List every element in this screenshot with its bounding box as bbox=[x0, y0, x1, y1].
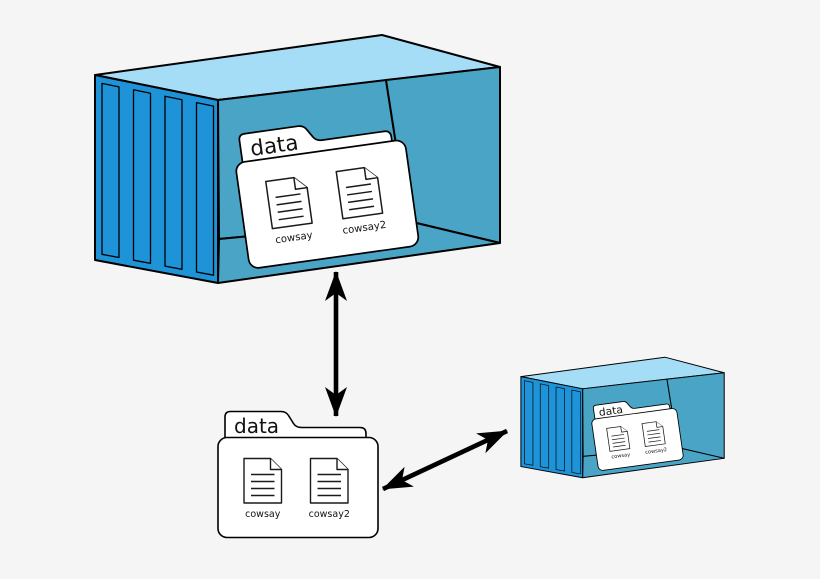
sync-arrow-diagonal bbox=[382, 428, 508, 492]
shared-data-folder bbox=[218, 412, 378, 538]
small-container bbox=[521, 357, 724, 478]
large-container bbox=[95, 35, 500, 283]
